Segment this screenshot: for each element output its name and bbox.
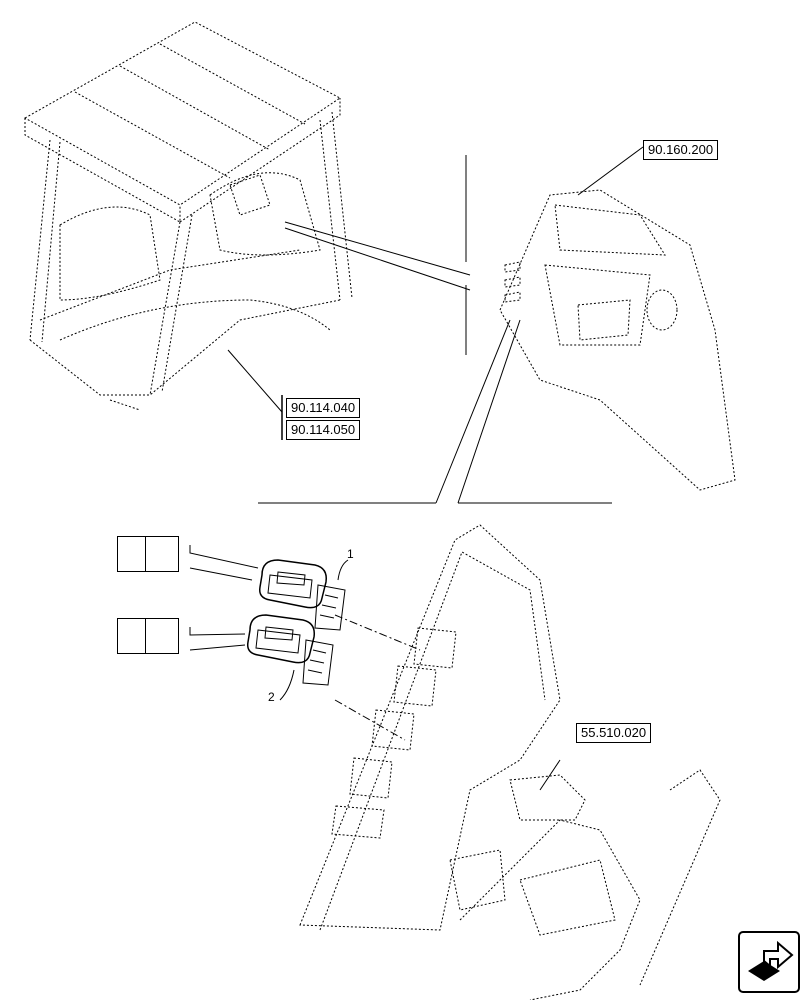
switch-panel-drawing [299,524,721,1000]
console-detail-drawing [499,189,736,491]
rocker-switch-1 [258,559,346,631]
wiper-symbol-box [117,536,179,572]
callout-1: 1 [347,547,354,561]
washer-symbol-box [117,618,179,654]
callout-2: 2 [268,690,275,704]
reference-90-114-050[interactable]: 90.114.050 [286,420,361,440]
cab-overview-drawing [23,21,471,411]
next-page-button[interactable] [738,931,800,993]
rocker-switch-2 [246,614,334,686]
reference-90-114-040[interactable]: 90.114.040 [286,398,361,418]
reference-90-160-200[interactable]: 90.160.200 [643,140,719,160]
reference-55-510-020[interactable]: 55.510.020 [576,723,652,743]
next-page-arrow-icon [748,940,794,981]
